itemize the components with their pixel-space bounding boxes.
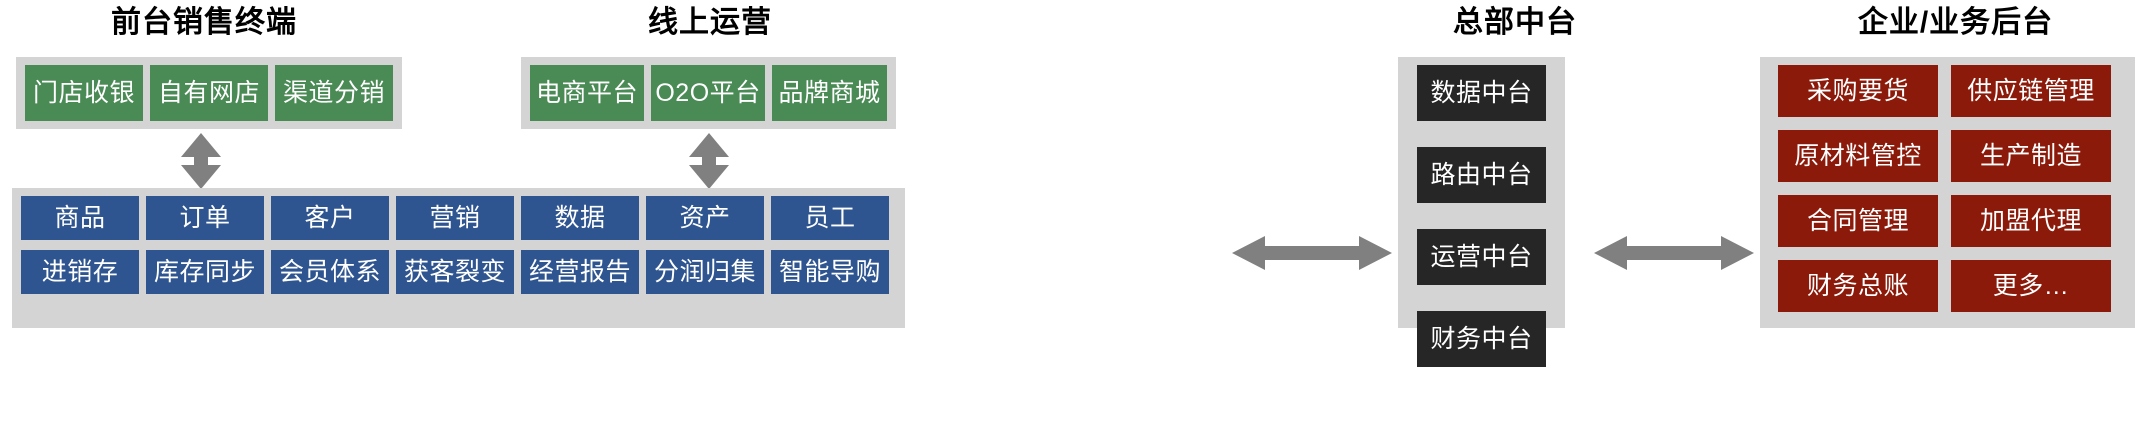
tile-backend-6[interactable]: 财务总账 (1778, 260, 1938, 312)
tile-platform-top-4[interactable]: 数据 (521, 196, 639, 240)
tile-backend-2[interactable]: 原材料管控 (1778, 130, 1938, 182)
group-title-hq-middle-platform: 总部中台 (1453, 6, 1577, 39)
tile-platform-bottom-1[interactable]: 库存同步 (146, 250, 264, 294)
tile-platform-bottom-5[interactable]: 分润归集 (646, 250, 764, 294)
tile-hq-0[interactable]: 数据中台 (1417, 65, 1546, 121)
tile-platform-bottom-2[interactable]: 会员体系 (271, 250, 389, 294)
tile-front-sales-1[interactable]: 自有网店 (150, 65, 268, 121)
connector-front-sales-to-platform (178, 133, 224, 189)
connector-platform-to-hq (1232, 233, 1392, 273)
tile-front-sales-2[interactable]: 渠道分销 (275, 65, 393, 121)
tile-online-ops-2[interactable]: 品牌商城 (772, 65, 887, 121)
tile-backend-7[interactable]: 更多… (1951, 260, 2111, 312)
tile-platform-top-5[interactable]: 资产 (646, 196, 764, 240)
connector-hq-to-backend (1594, 233, 1754, 273)
tile-online-ops-0[interactable]: 电商平台 (530, 65, 644, 121)
tile-hq-1[interactable]: 路由中台 (1417, 147, 1546, 203)
tile-backend-5[interactable]: 加盟代理 (1951, 195, 2111, 247)
tile-platform-bottom-6[interactable]: 智能导购 (771, 250, 889, 294)
group-title-online-operations: 线上运营 (648, 6, 772, 39)
tile-platform-bottom-0[interactable]: 进销存 (21, 250, 139, 294)
tile-platform-bottom-3[interactable]: 获客裂变 (396, 250, 514, 294)
tile-backend-1[interactable]: 供应链管理 (1951, 65, 2111, 117)
tile-platform-top-1[interactable]: 订单 (146, 196, 264, 240)
tile-online-ops-1[interactable]: O2O平台 (651, 65, 765, 121)
tile-platform-bottom-4[interactable]: 经营报告 (521, 250, 639, 294)
tile-backend-0[interactable]: 采购要货 (1778, 65, 1938, 117)
tile-hq-3[interactable]: 财务中台 (1417, 311, 1546, 367)
tile-platform-top-3[interactable]: 营销 (396, 196, 514, 240)
tile-platform-top-6[interactable]: 员工 (771, 196, 889, 240)
connector-online-ops-to-platform (686, 133, 732, 189)
group-title-front-sales-terminal: 前台销售终端 (111, 6, 297, 39)
group-title-enterprise-business-backend: 企业/业务后台 (1857, 6, 2054, 39)
tile-platform-top-2[interactable]: 客户 (271, 196, 389, 240)
tile-platform-top-0[interactable]: 商品 (21, 196, 139, 240)
tile-backend-4[interactable]: 合同管理 (1778, 195, 1938, 247)
tile-backend-3[interactable]: 生产制造 (1951, 130, 2111, 182)
tile-hq-2[interactable]: 运营中台 (1417, 229, 1546, 285)
tile-front-sales-0[interactable]: 门店收银 (25, 65, 143, 121)
